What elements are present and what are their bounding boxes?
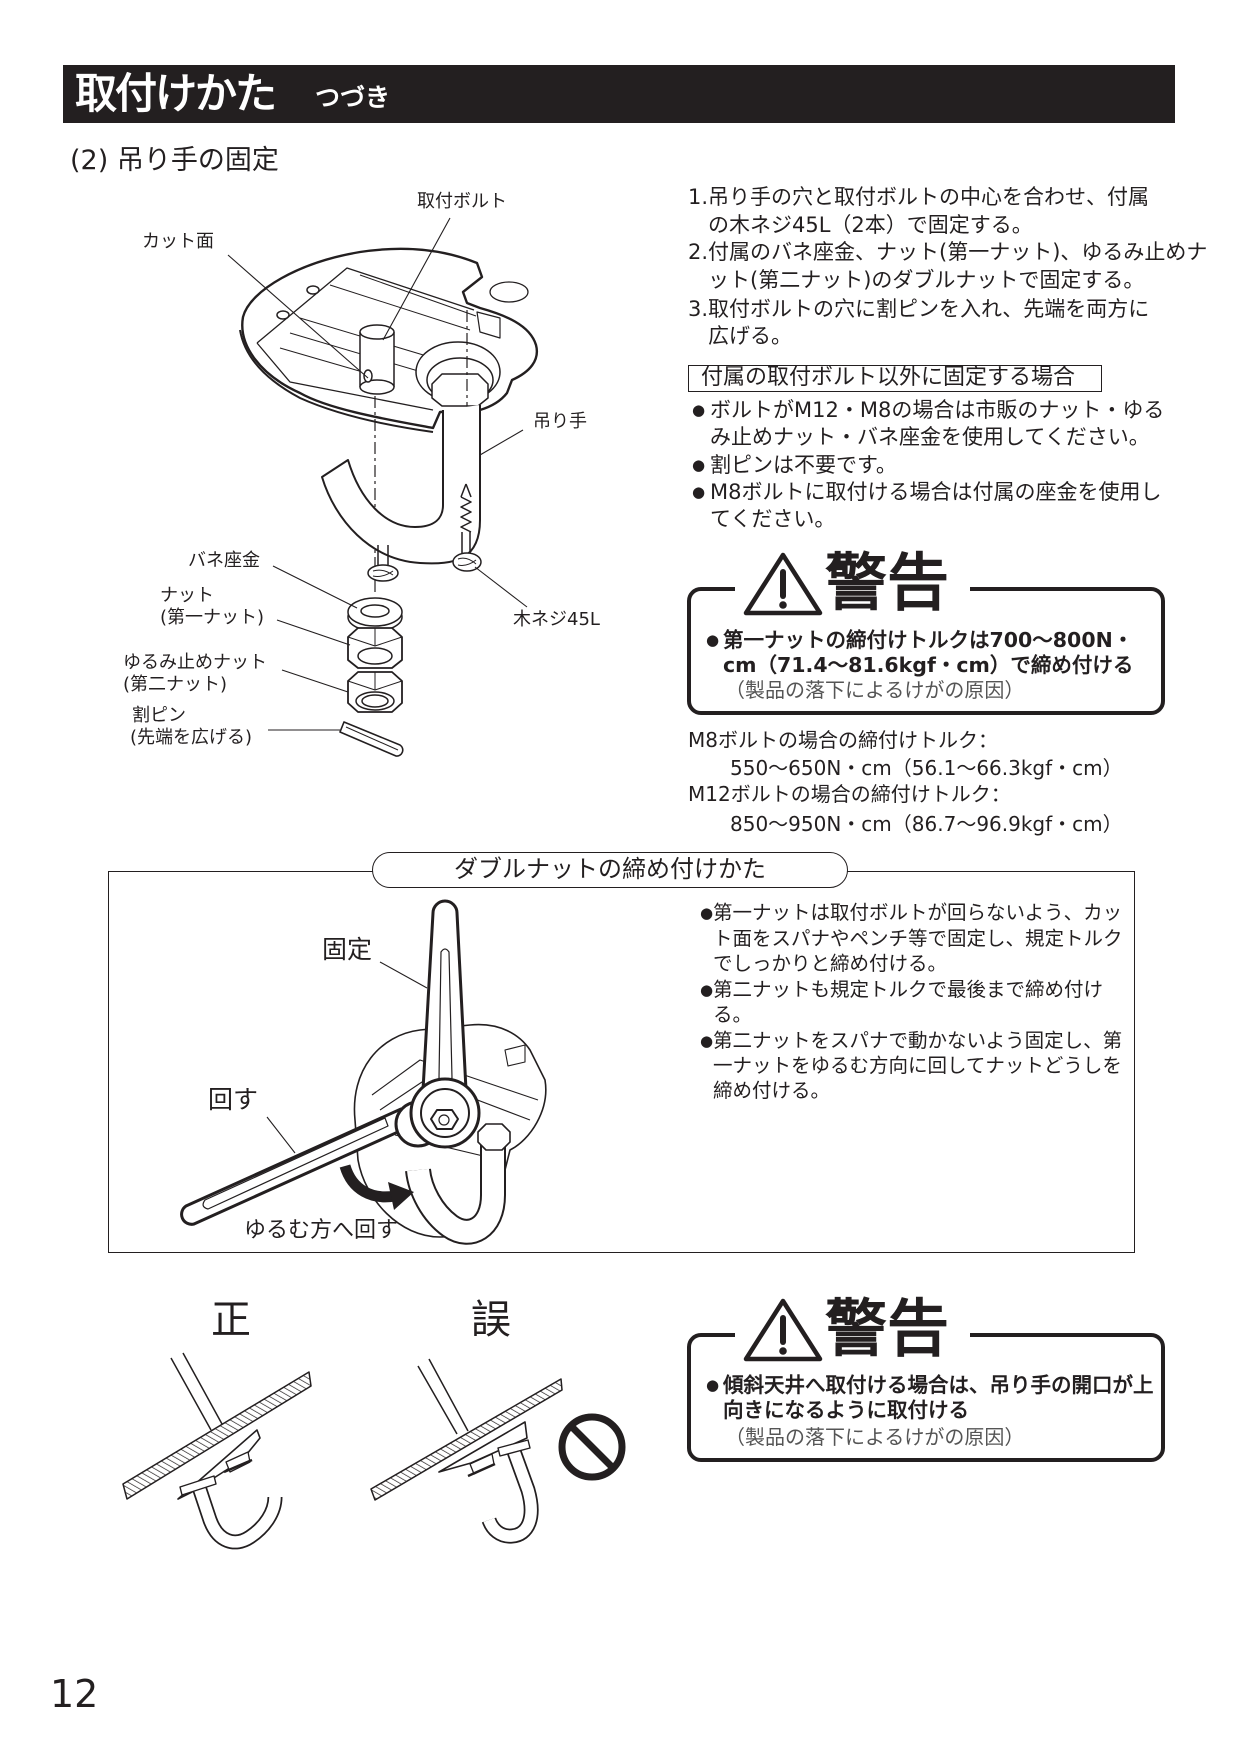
- step-number: 1.: [688, 185, 709, 209]
- torque-value-m12: 850〜950N・cm（86.7〜96.9kgf・cm）: [730, 812, 1123, 836]
- step-text: の木ネジ45L（2本）で固定する。: [708, 213, 1033, 237]
- label-cotter-pin-note: (先端を広げる): [130, 727, 253, 748]
- spring-washer: [347, 597, 403, 632]
- other-bolt-title: 付属の取付ボルト以外に固定する場合: [701, 365, 1076, 390]
- bullet-text: 第一ナットは取付ボルトが回らないよう、カッ: [713, 901, 1123, 924]
- warning-triangle-icon: [743, 1298, 823, 1362]
- section-title-bar: 取付けかた つづき: [63, 65, 1175, 123]
- label-wood-screw: 木ネジ45L: [513, 609, 600, 630]
- label-nut: ナット: [160, 585, 214, 606]
- bullet-icon: ●: [706, 1376, 720, 1394]
- first-nut: [347, 627, 403, 669]
- warning-text: cm（71.4〜81.6kgf・cm）で締め付ける: [723, 653, 1134, 677]
- bullet-text: M8ボルトに取付ける場合は付属の座金を使用し: [710, 480, 1162, 504]
- warning-cause: （製品の落下によるけがの原因）: [725, 678, 1025, 702]
- warning-text: 第一ナットの締付けトルクは700〜800N・: [723, 628, 1134, 652]
- bullet-icon: ●: [692, 401, 706, 419]
- torque-value-m8: 550〜650N・cm（56.1〜66.3kgf・cm）: [730, 756, 1123, 780]
- label-loosen-direction: ゆるむ方へ回す: [244, 1218, 399, 1243]
- bullet-icon: ●: [692, 483, 706, 501]
- warning-triangle-icon: [743, 552, 823, 616]
- bullet-text: 一ナットをゆるむ方向に回してナットどうしを: [713, 1054, 1122, 1077]
- page-number: 12: [50, 1672, 99, 1716]
- label-cotter-pin: 割ピン: [132, 705, 186, 726]
- cotter-pin: [339, 721, 404, 757]
- section-heading: (2) 吊り手の固定: [70, 145, 279, 176]
- label-nut-note: (第一ナット): [160, 607, 265, 628]
- bullet-text: み止めナット・バネ座金を使用してください。: [710, 425, 1150, 449]
- warning-heading: 警告: [735, 1296, 970, 1362]
- page-subtitle: つづき: [315, 83, 391, 112]
- lock-nut: [347, 671, 403, 713]
- bullet-icon: ●: [700, 981, 714, 999]
- torque-label-m12: M12ボルトの場合の締付けトルク：: [688, 782, 1011, 806]
- incorrect-mounting-diagram: [370, 1358, 563, 1544]
- bullet-text: でしっかりと締め付ける。: [713, 952, 948, 975]
- bullet-text: 第二ナットも規定トルクで最後まで締め付け: [713, 978, 1104, 1001]
- incorrect-label: 誤: [471, 1297, 511, 1343]
- step-number: 2.: [688, 240, 709, 264]
- other-bolt-title-box: 付属の取付ボルト以外に固定する場合: [688, 365, 1102, 392]
- double-nut-title: ダブルナットの締め付けかた: [454, 855, 766, 883]
- correct-mounting-diagram: [122, 1352, 312, 1550]
- hanger-hook: [321, 405, 481, 565]
- label-turn: 回す: [208, 1085, 259, 1114]
- label-fixed: 固定: [322, 935, 373, 964]
- bullet-icon: ●: [700, 904, 714, 922]
- label-cut-face: カット面: [142, 231, 214, 252]
- warning-heading: 警告: [735, 550, 970, 616]
- prohibition-icon: [558, 1413, 626, 1481]
- bullet-text: る。: [713, 1003, 753, 1026]
- warning-label: 警告: [825, 1292, 950, 1365]
- label-hanger: 吊り手: [533, 411, 587, 432]
- bullet-text: ト面をスパナやペンチ等で固定し、規定トルク: [713, 927, 1123, 950]
- bullet-text: 第二ナットをスパナで動かないよう固定し、第: [713, 1029, 1123, 1052]
- torque-label-m8: M8ボルトの場合の締付けトルク：: [688, 728, 998, 752]
- label-lock-nut-note: (第二ナット): [123, 674, 228, 695]
- sloped-ceiling-illustration: [122, 1352, 626, 1550]
- page-title: 取付けかた: [75, 69, 277, 118]
- step-text: 吊り手の穴と取付ボルトの中心を合わせ、付属: [708, 185, 1149, 209]
- wood-screw-right: [452, 483, 482, 572]
- step-number: 3.: [688, 297, 709, 321]
- step-text: 広げる。: [708, 324, 792, 348]
- bullet-icon: ●: [692, 456, 706, 474]
- bullet-text: ボルトがM12・M8の場合は市販のナット・ゆる: [710, 398, 1165, 422]
- double-nut-title-pill: ダブルナットの締め付けかた: [372, 852, 848, 888]
- mounting-bolt: [359, 324, 395, 395]
- bullet-text: てください。: [710, 507, 836, 531]
- bullet-text: 割ピンは不要です。: [710, 453, 897, 477]
- correct-label: 正: [211, 1297, 251, 1343]
- wood-screw-left: [367, 545, 399, 582]
- leader-lines: [227, 217, 528, 731]
- step-text: 付属のバネ座金、ナット(第一ナット)、ゆるみ止めナ: [708, 240, 1208, 264]
- bullet-icon: ●: [700, 1032, 714, 1050]
- label-spring-washer: バネ座金: [188, 550, 260, 571]
- warning-cause: （製品の落下によるけがの原因）: [725, 1425, 1025, 1449]
- warning-text: 傾斜天井へ取付ける場合は、吊り手の開口が上: [723, 1373, 1154, 1397]
- mounting-plate: [239, 247, 539, 433]
- bullet-text: 締め付ける。: [713, 1079, 831, 1102]
- warning-label: 警告: [825, 546, 950, 619]
- warning-text: 向きになるように取付ける: [723, 1398, 969, 1422]
- step-text: 取付ボルトの穴に割ピンを入れ、先端を両方に: [708, 297, 1150, 321]
- step-text: ット(第二ナット)のダブルナットで固定する。: [708, 268, 1145, 292]
- label-lock-nut: ゆるみ止めナット: [123, 652, 267, 673]
- bullet-icon: ●: [706, 631, 720, 649]
- label-mounting-bolt: 取付ボルト: [417, 191, 507, 212]
